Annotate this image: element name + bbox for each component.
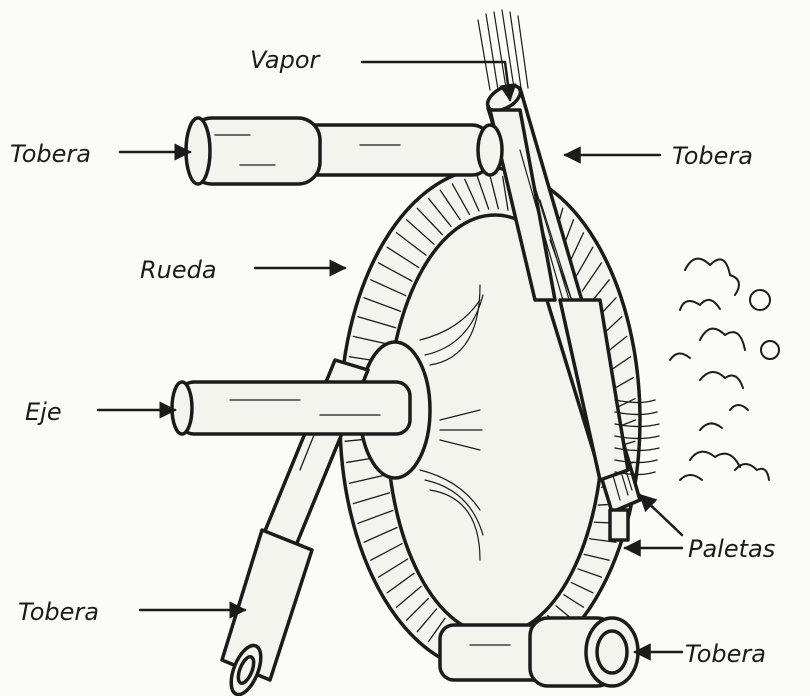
- nozzle-bottom-right: [440, 618, 638, 686]
- label-tobera-top-left: Tobera: [10, 140, 91, 168]
- axle: [172, 382, 410, 434]
- label-paletas: Paletas: [688, 535, 775, 563]
- label-tobera-bottom-left: Tobera: [18, 598, 99, 626]
- label-rueda: Rueda: [140, 256, 217, 284]
- steam-lines: [478, 10, 528, 90]
- label-vapor: Vapor: [250, 46, 322, 74]
- exhaust-clouds: [670, 259, 779, 480]
- arrow-paletas-1: [640, 495, 682, 535]
- nozzle-top-left: [186, 118, 502, 184]
- label-tobera-top-right: Tobera: [672, 142, 753, 170]
- label-eje: Eje: [25, 398, 62, 426]
- label-tobera-bottom-right: Tobera: [685, 640, 766, 668]
